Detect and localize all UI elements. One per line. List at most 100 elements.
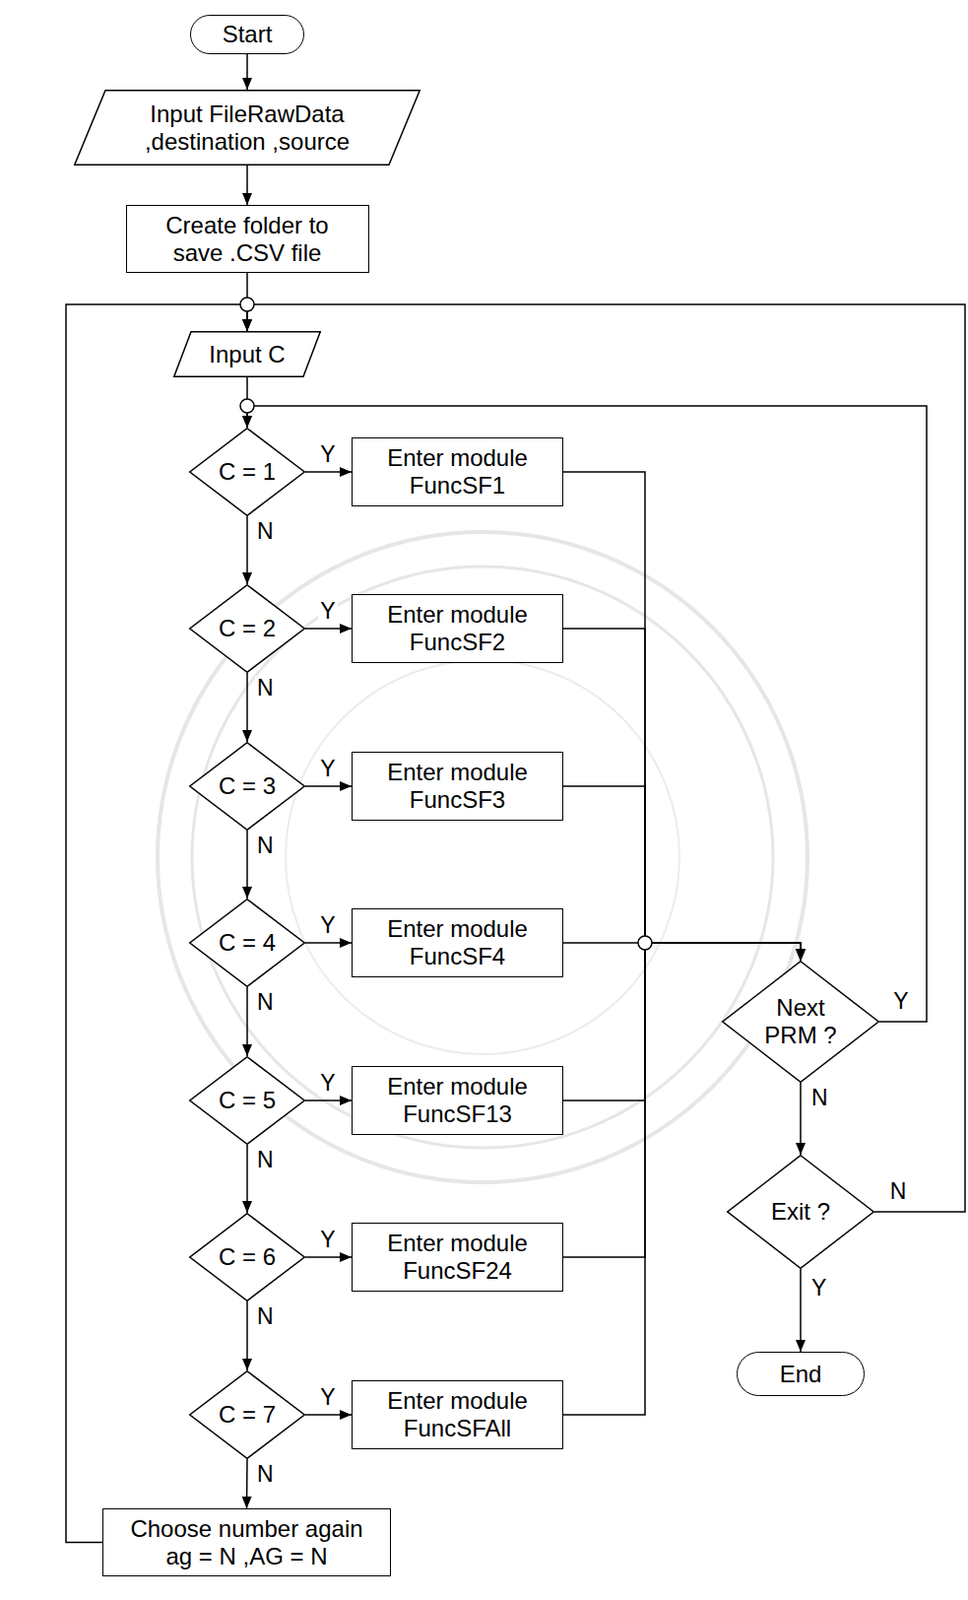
node-label: C = 4 (218, 928, 276, 957)
node-label: Create folder to save .CSV file (148, 211, 346, 266)
node-text-group: C = 5 (218, 1086, 276, 1114)
decision-diamond: Exit ? (726, 1154, 875, 1269)
connector-arrow (305, 1413, 352, 1416)
parallelogram-outline (174, 331, 322, 378)
diamond-outline (727, 1155, 875, 1269)
node-label: Enter module FuncSF4 (369, 914, 547, 969)
module-box: Enter module FuncSFAll (351, 1379, 564, 1449)
node-text-group: End (779, 1359, 823, 1388)
connector-arrow (246, 165, 249, 205)
connector-arrow (246, 516, 249, 584)
node-text-group: C = 4 (218, 928, 276, 957)
edge-label: N (255, 989, 276, 1015)
module-box: Enter module FuncSF13 (351, 1065, 564, 1135)
edge-label: Y (318, 1226, 337, 1252)
node-label: Enter module FuncSFAll (369, 1386, 547, 1441)
connector-arrow (247, 304, 966, 1212)
node-label: Exit ? (771, 1197, 831, 1226)
diamond-outline (190, 899, 306, 987)
node-text-group: Enter module FuncSF3 (369, 758, 547, 813)
node-label: C = 3 (218, 772, 276, 800)
connector-arrow (305, 1098, 352, 1101)
connector-arrow (799, 1268, 802, 1352)
connector-arrow (246, 1458, 249, 1508)
node-label: Enter module FuncSF13 (369, 1072, 547, 1127)
terminal-oval: End (736, 1351, 865, 1396)
connector-arrow (305, 1255, 352, 1258)
node-label: Enter module FuncSF24 (369, 1228, 547, 1284)
edge-label: N (809, 1085, 831, 1110)
decision-diamond: C = 2 (189, 583, 306, 673)
junction-dot (240, 297, 255, 312)
edge-label: N (255, 518, 276, 544)
connector-arrow (246, 986, 249, 1056)
node-label: End (779, 1359, 823, 1388)
connector-arrow (563, 471, 801, 961)
node-text-group: Input C (208, 340, 285, 369)
edge-label: Y (809, 1275, 829, 1300)
node-text-group: Exit ? (771, 1197, 831, 1226)
edge-label: Y (318, 756, 337, 781)
node-label: Enter module FuncSF2 (369, 600, 547, 655)
decision-diamond: C = 3 (189, 741, 306, 831)
diamond-outline (190, 584, 306, 673)
node-label: Input C (208, 340, 285, 369)
node-text-group: C = 6 (218, 1242, 276, 1271)
connector-arrow (246, 1144, 249, 1213)
node-text-group: Create folder to save .CSV file (148, 211, 346, 266)
node-label: Next PRM ? (761, 993, 840, 1048)
watermark-seal (192, 566, 774, 1148)
diamond-outline (190, 1056, 306, 1145)
node-label: Start (222, 20, 273, 49)
module-box: Enter module FuncSF1 (351, 437, 564, 507)
edge-label: Y (318, 1070, 337, 1096)
node-label: Enter module FuncSF3 (369, 758, 547, 813)
diamond-outline (190, 1213, 306, 1301)
node-text-group: Enter module FuncSF2 (369, 600, 547, 655)
diamond-outline (722, 961, 880, 1083)
node-text-group: Choose number again ag = N ,AG = N (124, 1514, 371, 1569)
edge-label: Y (891, 988, 910, 1014)
edge-label: N (255, 1303, 276, 1329)
connector-arrow (246, 830, 249, 899)
edge-label: N (255, 1147, 276, 1172)
node-label: C = 7 (218, 1400, 276, 1428)
node-text-group: Next PRM ? (761, 993, 840, 1048)
node-text-group: Input FileRawData ,destination ,source (129, 100, 366, 155)
terminal-oval: Start (190, 14, 305, 55)
edge-label: N (255, 833, 276, 858)
edge-label: Y (318, 912, 337, 938)
node-text-group: Enter module FuncSF13 (369, 1072, 547, 1127)
input-parallelogram: Input C (173, 330, 322, 378)
node-text-group: C = 2 (218, 614, 276, 643)
connector-arrow (246, 672, 249, 742)
connector-arrow (305, 784, 352, 787)
node-text-group: Enter module FuncSF4 (369, 914, 547, 969)
process-box: Choose number again ag = N ,AG = N (102, 1507, 391, 1576)
connector-arrow (246, 54, 249, 91)
node-text-group: C = 7 (218, 1400, 276, 1428)
connector-arrow (305, 627, 352, 630)
module-box: Enter module FuncSF4 (351, 907, 564, 977)
edge-label: Y (318, 1384, 337, 1410)
node-text-group: Enter module FuncSF24 (369, 1228, 547, 1284)
node-label: C = 1 (218, 457, 276, 486)
connector-arrow (563, 628, 801, 961)
junction-dot (638, 935, 652, 950)
edge-label: N (255, 1461, 276, 1486)
edge-label: Y (318, 598, 337, 624)
module-box: Enter module FuncSF2 (351, 593, 564, 663)
connector-arrow (247, 405, 927, 1022)
node-label: Input FileRawData ,destination ,source (129, 100, 366, 155)
process-box: Create folder to save .CSV file (126, 204, 370, 273)
connector-arrow (246, 1300, 249, 1370)
connector-arrow (305, 941, 352, 944)
junction-dot (240, 398, 255, 413)
node-label: Choose number again ag = N ,AG = N (124, 1514, 371, 1569)
connector-arrow (305, 470, 352, 473)
node-text-group: C = 1 (218, 457, 276, 486)
node-text-group: Start (222, 20, 273, 49)
module-box: Enter module FuncSF24 (351, 1222, 564, 1291)
edge-label: N (255, 675, 276, 701)
decision-diamond: C = 5 (189, 1055, 306, 1145)
